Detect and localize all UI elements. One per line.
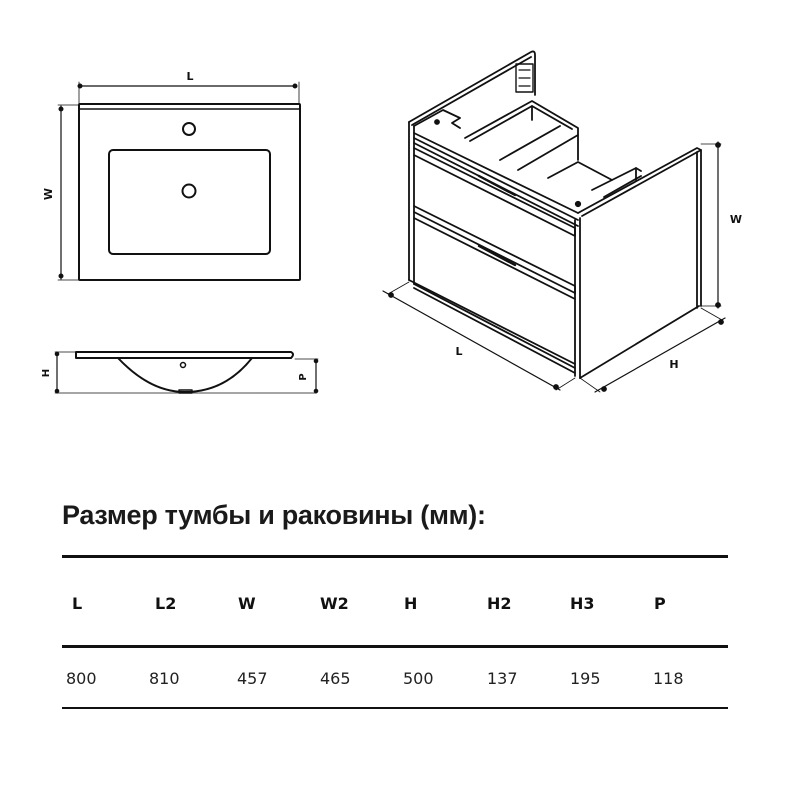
header-w: W bbox=[238, 594, 256, 613]
technical-drawing: L W H P bbox=[41, 50, 742, 394]
value-p: 118 bbox=[653, 669, 684, 688]
value-l: 800 bbox=[66, 669, 97, 688]
header-l2: L2 bbox=[155, 594, 177, 613]
value-h3: 195 bbox=[570, 669, 601, 688]
table-top-rule bbox=[62, 555, 728, 558]
sink-length-label: L bbox=[186, 70, 193, 83]
cabinet-depth-label: H bbox=[669, 358, 678, 371]
header-h: H bbox=[404, 594, 418, 613]
header-w2: W2 bbox=[320, 594, 349, 613]
dimensions-title: Размер тумбы и раковины (мм): bbox=[62, 500, 486, 530]
value-h2: 137 bbox=[487, 669, 518, 688]
sink-side-view: H P bbox=[41, 351, 319, 394]
table-header-rule bbox=[62, 645, 728, 648]
table-bottom-rule bbox=[62, 707, 728, 709]
header-l: L bbox=[72, 594, 83, 613]
sink-depth-label: P bbox=[298, 373, 309, 380]
value-w: 457 bbox=[237, 669, 268, 688]
value-w2: 465 bbox=[320, 669, 351, 688]
sink-width-label: W bbox=[42, 188, 55, 200]
cabinet-height-label: W bbox=[730, 213, 742, 226]
cabinet-length-label: L bbox=[455, 345, 462, 358]
cabinet-iso-view: W L H bbox=[382, 50, 742, 393]
sink-top-view: L W bbox=[42, 70, 301, 281]
header-p: P bbox=[654, 594, 666, 613]
sink-height-label: H bbox=[41, 369, 52, 377]
header-h2: H2 bbox=[487, 594, 512, 613]
header-h3: H3 bbox=[570, 594, 595, 613]
value-h: 500 bbox=[403, 669, 434, 688]
value-l2: 810 bbox=[149, 669, 180, 688]
